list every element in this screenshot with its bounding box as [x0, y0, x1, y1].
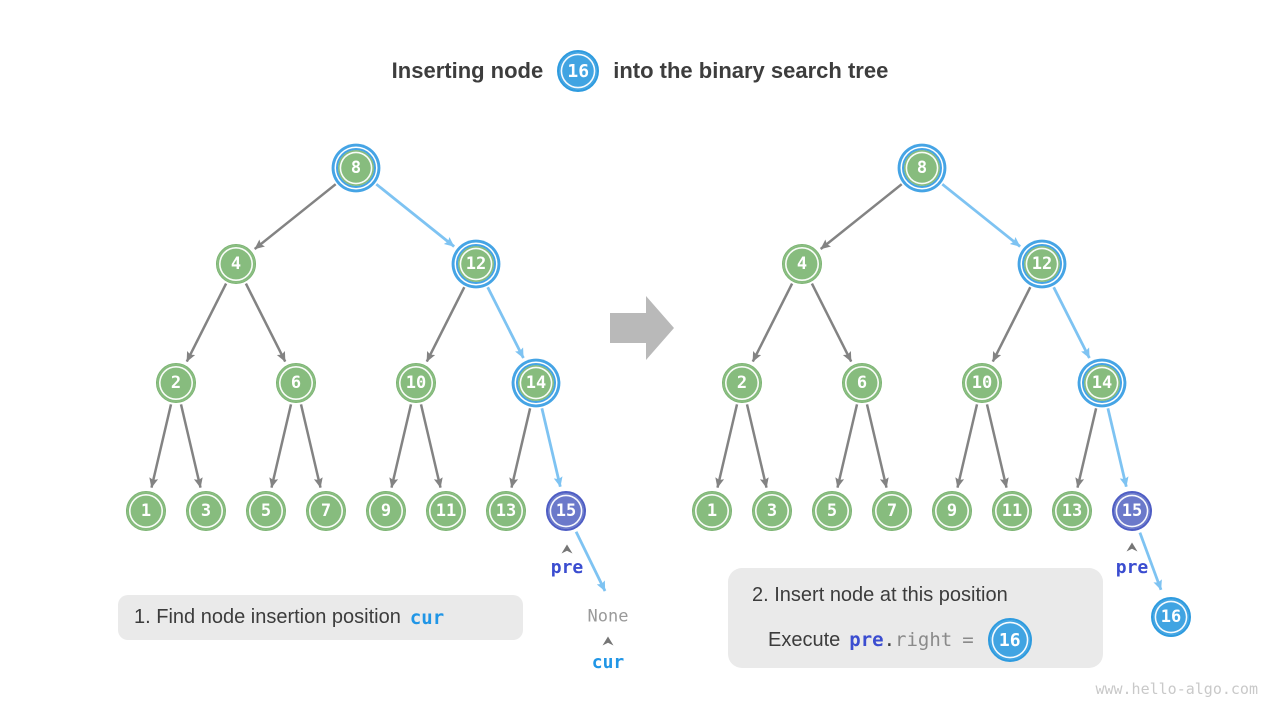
tree-node-13: 13 [486, 491, 526, 531]
tree-node-2: 2 [722, 363, 762, 403]
tree-edge-gray [1075, 408, 1098, 488]
tree-node-10: 10 [962, 363, 1002, 403]
figure-title: Inserting node 16 into the binary search… [0, 48, 1280, 94]
tree-edge-gray [253, 183, 337, 250]
caption-step2-line2: Execute pre.right = 16 [768, 618, 1079, 662]
tree-edge-gray [835, 404, 859, 488]
tree-node-3: 3 [752, 491, 792, 531]
tree-node-8: 8 [902, 148, 942, 188]
tree-edge-gray [810, 283, 853, 363]
tree-node-5: 5 [812, 491, 852, 531]
watermark: www.hello-algo.com [1095, 680, 1258, 698]
caption-code-pre: pre [849, 629, 884, 651]
label-pre: pre [550, 557, 584, 578]
tree-node-14: 14 [1082, 363, 1122, 403]
caption-exec-label: Execute [768, 628, 841, 651]
tree-node-11: 11 [992, 491, 1032, 531]
tree-edge-gray [715, 404, 739, 488]
tree-edge-gray [389, 404, 413, 488]
tree-edge-gray [865, 404, 889, 488]
caption-step1-code-cur: cur [409, 606, 445, 629]
tree-node-6: 6 [842, 363, 882, 403]
tree-node-9: 9 [366, 491, 406, 531]
tree-edge-gray [244, 283, 287, 363]
transition-arrow-icon [610, 296, 674, 360]
tree-edge-gray [269, 404, 293, 488]
title-suffix: into the binary search tree [613, 58, 889, 83]
tree-edge-gray [985, 404, 1009, 488]
caption-code-eq: = [962, 629, 974, 651]
caption-step1: 1. Find node insertion position cur [118, 595, 523, 640]
label-pre: pre [1115, 557, 1149, 578]
tree-node-4: 4 [216, 244, 256, 284]
tree-node-9: 9 [932, 491, 972, 531]
label-none: None [587, 606, 629, 627]
tree-edge-blue [1106, 407, 1129, 488]
tree-edge-gray [745, 404, 769, 488]
caption-step1-text: 1. Find node insertion position [134, 606, 401, 628]
tree-node-1: 1 [692, 491, 732, 531]
tree-edge-blue [540, 407, 563, 488]
tree-node-1: 1 [126, 491, 166, 531]
tree-node-15: 15 [546, 491, 586, 531]
caption-step2: 2. Insert node at this position Execute … [728, 568, 1103, 668]
tree-node-6: 6 [276, 363, 316, 403]
caption-node-16: 16 [987, 618, 1032, 662]
tree-node-4: 4 [782, 244, 822, 284]
tree-node-16: 16 [1151, 597, 1191, 637]
tree-node-10: 10 [396, 363, 436, 403]
tree-node-3: 3 [186, 491, 226, 531]
title-node-16: 16 [557, 50, 600, 92]
caret-up-icon [561, 544, 573, 554]
tree-edge-blue [941, 183, 1021, 248]
tree-edge-gray [419, 404, 443, 488]
tree-node-2: 2 [156, 363, 196, 403]
tree-node-8: 8 [336, 148, 376, 188]
caret-up-icon [1126, 542, 1138, 552]
caret-up-icon [602, 636, 614, 646]
title-prefix: Inserting node [391, 58, 544, 83]
tree-node-15: 15 [1112, 491, 1152, 531]
tree-node-12: 12 [456, 244, 496, 284]
tree-node-5: 5 [246, 491, 286, 531]
tree-edge-gray [185, 283, 228, 363]
tree-edge-gray [179, 404, 203, 488]
caption-code-right: right [895, 629, 953, 651]
tree-edge-blue [375, 183, 455, 248]
tree-node-11: 11 [426, 491, 466, 531]
tree-edge-gray [991, 286, 1032, 363]
tree-node-7: 7 [872, 491, 912, 531]
tree-edge-blue [486, 286, 525, 359]
tree-edge-gray [299, 404, 323, 488]
tree-edge-blue [574, 531, 607, 592]
caption-code-dot: . [883, 629, 896, 651]
caption-step2-line1: 2. Insert node at this position [752, 584, 1008, 606]
tree-edge-gray [149, 404, 173, 488]
tree-edge-gray [509, 408, 532, 488]
tree-edge-blue [1138, 532, 1163, 591]
tree-edge-blue [1052, 286, 1091, 359]
tree-node-7: 7 [306, 491, 346, 531]
tree-node-12: 12 [1022, 244, 1062, 284]
tree-edge-gray [955, 404, 979, 488]
tree-edge-gray [751, 283, 794, 363]
tree-edge-gray [819, 183, 903, 250]
tree-node-14: 14 [516, 363, 556, 403]
tree-node-13: 13 [1052, 491, 1092, 531]
tree-edge-gray [425, 286, 466, 363]
label-cur: cur [591, 652, 625, 673]
